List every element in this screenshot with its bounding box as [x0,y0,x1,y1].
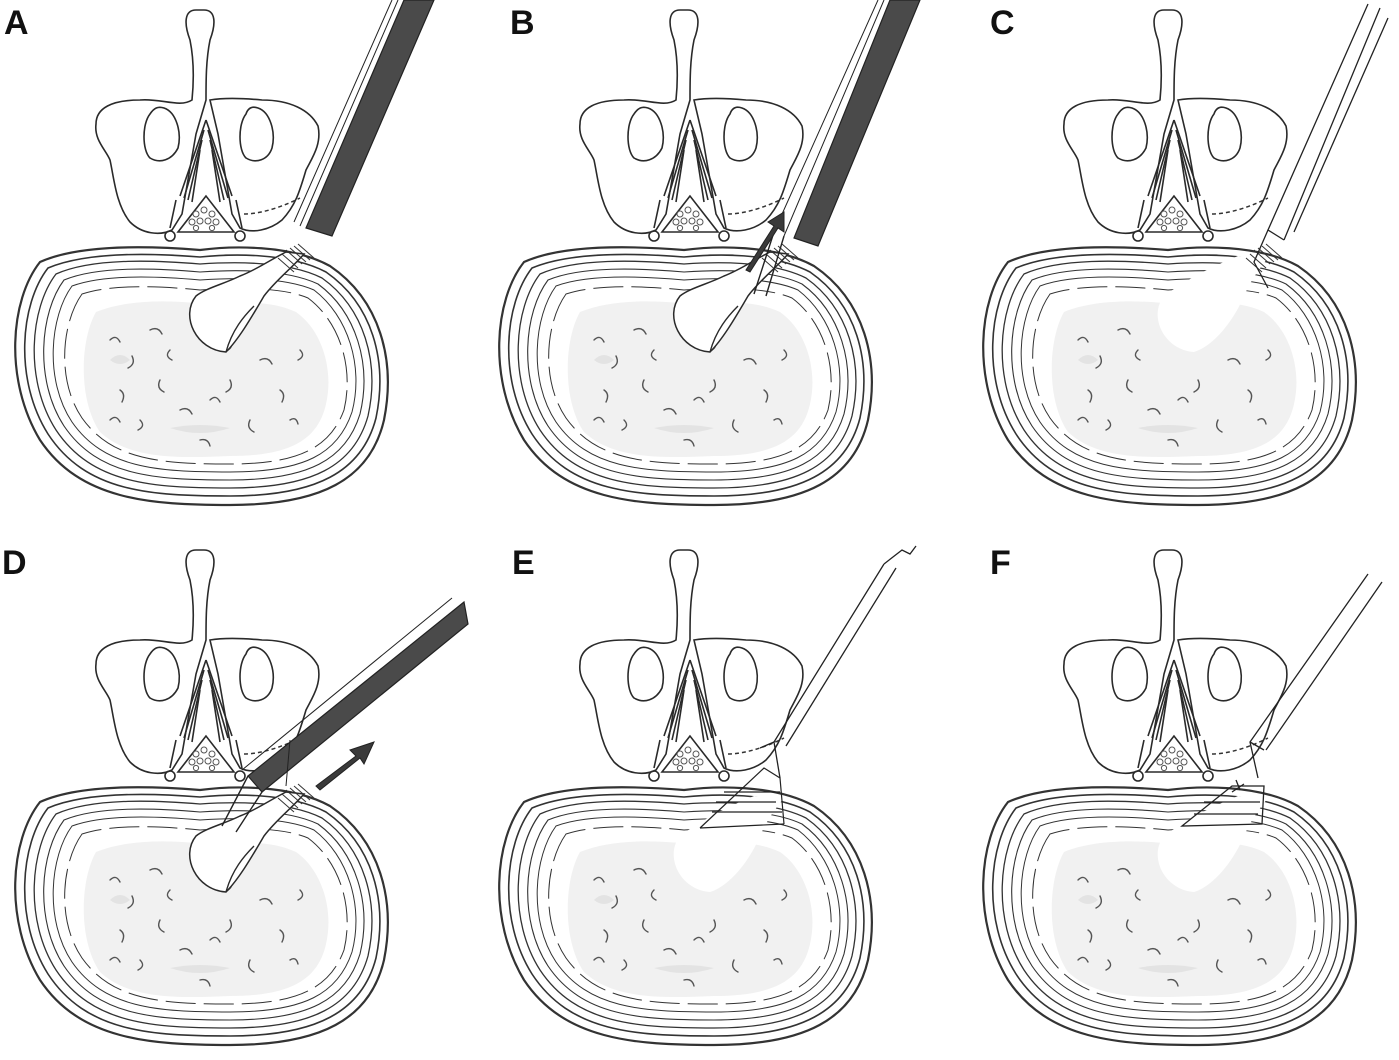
panel-label-e: E [512,544,535,582]
panel-label-b: B [510,4,535,42]
panel-d: D [2,544,469,1047]
panel-b: B [498,0,921,507]
repair-cannula [1249,573,1383,779]
panel-label-f: F [990,544,1011,582]
panel-label-a: A [4,4,29,42]
working-cannula [293,0,435,237]
working-cannula [773,0,921,247]
withdraw-arrow [745,211,785,273]
working-cannula [241,597,469,793]
panel-label-d: D [2,544,27,582]
open-cannula [1253,3,1389,289]
suture [1180,779,1265,827]
repair-cannula [759,545,917,779]
suture [699,767,785,829]
panel-c: C [982,3,1389,507]
withdraw-arrow [315,741,375,791]
panel-e: E [498,544,917,1047]
panel-a: A [4,0,435,507]
panel-f: F [982,544,1383,1047]
panel-label-c: C [990,4,1015,42]
